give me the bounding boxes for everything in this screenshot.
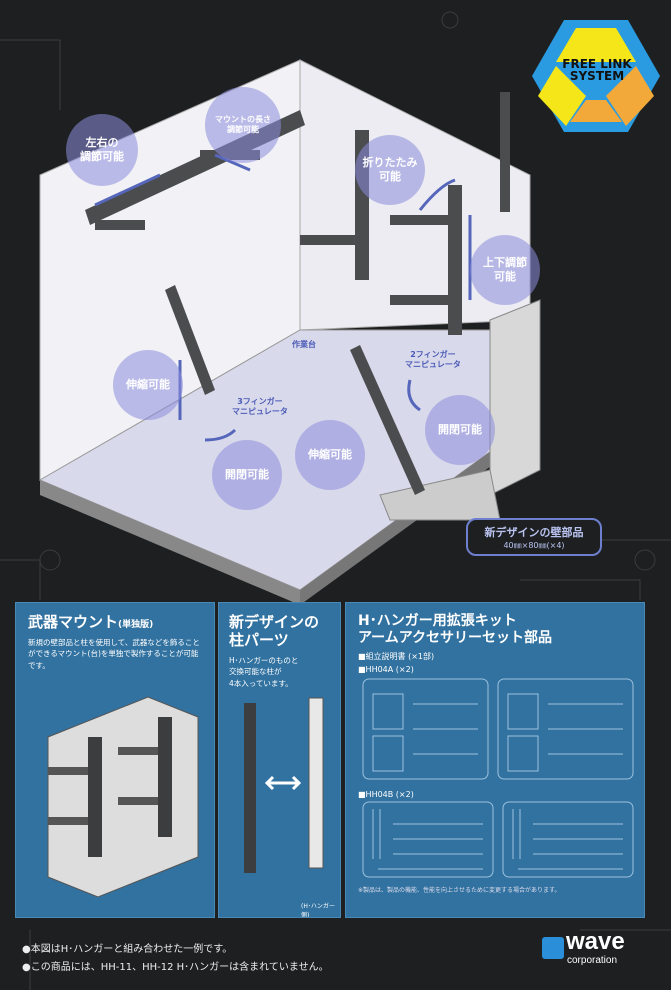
free-link-logo	[532, 20, 660, 132]
bubble-left-right: 左右の 調節可能	[66, 114, 138, 186]
label-three-finger: 3フィンガー マニピュレータ	[232, 397, 288, 416]
hh04a-runners	[362, 678, 634, 780]
weapon-mount-title: 武器マウント(単独版)	[28, 613, 154, 631]
panel-pillar-parts: 新デザインの 柱パーツ H･ハンガーのものと 交換可能な柱が 4本入っています。…	[218, 602, 341, 918]
wave-logo-icon	[542, 937, 564, 959]
bubble-extendable-2: 伸縮可能	[295, 420, 365, 490]
brand-name: wave	[566, 928, 625, 955]
kit-footnote: ※製品は、製品の機能、性能を向上させるために変更する場合があります。	[358, 886, 561, 894]
label-two-finger: 2フィンガー マニピュレータ	[405, 350, 461, 369]
panel-expansion-kit: H･ハンガー用拡張キット アームアクセサリーセット部品 ■組立説明書 (×1部)…	[345, 602, 645, 918]
callout-title: 新デザインの壁部品	[484, 526, 584, 539]
pillar-title: 新デザインの 柱パーツ	[229, 613, 320, 649]
bubble-open-close-2: 開閉可能	[425, 395, 495, 465]
pillar-caption: (H･ハンガー側)	[301, 903, 335, 918]
label-workbench: 作業台	[292, 340, 316, 349]
kit-title: H･ハンガー用拡張キット アームアクセサリーセット部品	[358, 613, 553, 646]
bubble-mount-length: マウントの長さ 調節可能	[205, 87, 281, 163]
bubble-vertical-adjust: 上下調節 可能	[470, 235, 540, 305]
note-example: ●本図はH･ハンガーと組み合わせた一例です。	[22, 944, 233, 955]
pillar-illustration	[244, 697, 324, 873]
bubble-extendable-1: 伸縮可能	[113, 350, 183, 420]
bubble-open-close-1: 開閉可能	[212, 440, 282, 510]
note-not-included: ●この商品には、HH-11、HH-12 H･ハンガーは含まれていません。	[22, 962, 329, 973]
brand-sub: corporation	[567, 955, 618, 966]
hh04b-runners	[362, 801, 634, 878]
kit-item-hh04b: ■HH04B (×2)	[358, 789, 414, 799]
weapon-mount-text: 新規の壁部品と柱を使用して、武器などを飾ることができるマウント(台)を単独で製作…	[28, 638, 200, 670]
callout-size: 40㎜×80㎜(×4)	[503, 541, 565, 550]
swap-arrow-icon	[264, 775, 302, 790]
pillar-text: H･ハンガーのものと 交換可能な柱が 4本入っています。	[229, 656, 299, 688]
wall-part-callout: 新デザインの壁部品 40㎜×80㎜(×4)	[466, 518, 602, 556]
free-link-logo-text: FREE LINK SYSTEM	[562, 57, 632, 83]
kit-item-hh04a: ■HH04A (×2)	[358, 664, 414, 674]
kit-item-manual: ■組立説明書 (×1部)	[358, 651, 435, 661]
bubble-foldable: 折りたたみ 可能	[355, 135, 425, 205]
panel-weapon-mount: 武器マウント(単独版) 新規の壁部品と柱を使用して、武器などを飾ることができるマ…	[15, 602, 215, 918]
weapon-mount-illustration	[47, 696, 199, 898]
